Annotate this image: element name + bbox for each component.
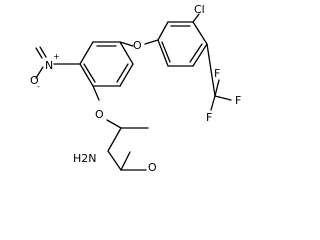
carbonyl-oxygen-label: O [148,161,157,174]
fluorine-label-top: F [214,67,220,80]
ether-oxygen-top-label: O [133,39,142,52]
atom-labels: Cl F F F O O N + O - O H2N [30,3,241,174]
nitro-oxygen-charge: - [37,82,40,91]
amide-nitrogen-label: H2N [73,152,97,165]
nitro-oxygen-label: O [30,74,39,87]
nitro-nitrogen-charge: + [53,52,60,61]
chlorine-label: Cl [194,3,205,16]
ether-oxygen-bottom-label: O [95,108,104,121]
nitro-nitrogen-label: N [45,59,53,72]
bond-lines [35,13,232,171]
fluorine-label-right: F [235,94,241,107]
structure-diagram: Cl F F F O O N + O - O H2N [30,3,241,174]
fluorine-label-bottom: F [206,111,212,124]
